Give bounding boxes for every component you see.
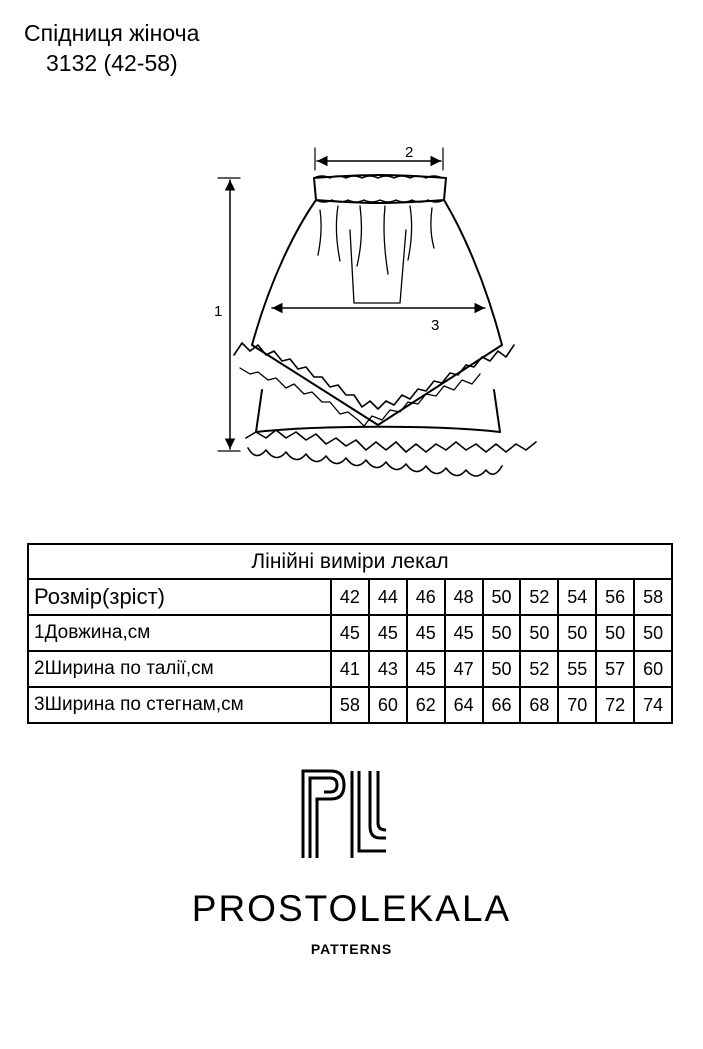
table-cell: 50	[633, 614, 674, 652]
table-cell: 42	[330, 578, 370, 616]
table-cell: 55	[557, 650, 598, 688]
table-cell: 41	[330, 650, 370, 688]
table-cell: 64	[443, 686, 484, 724]
title-line-name: Спідниця жіноча	[24, 20, 200, 46]
table-cell: 58	[633, 578, 674, 616]
table-cell: 47	[443, 650, 484, 688]
table-cell: 52	[519, 650, 560, 688]
row-label: 2Ширина по талії,см	[27, 650, 332, 688]
dim-label-length: 1	[214, 303, 222, 320]
table-cell: 46	[405, 578, 446, 616]
table-cell: 44	[367, 578, 408, 616]
table-cell: 60	[367, 686, 408, 724]
table-caption-row: Лінійні виміри лекал	[26, 543, 674, 580]
table-cell: 57	[595, 650, 636, 688]
row-label: 1Довжина,см	[27, 614, 332, 652]
brand-name: PROSTOLEKALA	[191, 888, 512, 929]
table-cell: 50	[519, 614, 560, 652]
table-cell: 48	[443, 578, 484, 616]
table-row: 2Ширина по талії,см 41 43 45 47 50 52 55…	[27, 650, 674, 688]
product-title: Спідниця жіноча 3132 (42-58)	[24, 18, 199, 78]
table-cell: 72	[595, 686, 636, 724]
table-row: 3Ширина по стегнам,см 58 60 62 64 66 68 …	[27, 686, 674, 724]
title-line-model: 3132 (42-58)	[46, 50, 178, 76]
table-cell: 50	[557, 614, 598, 652]
table-cell: 45	[330, 614, 370, 652]
brand-logo-icon	[301, 769, 387, 858]
dim-label-hip: 3	[431, 317, 439, 334]
table-cell: 45	[405, 650, 446, 688]
table-cell: 45	[405, 614, 446, 652]
table-cell: 45	[367, 614, 408, 652]
table-row: 1Довжина,см 45 45 45 45 50 50 50 50 50	[27, 614, 674, 652]
table-cell: 56	[595, 578, 636, 616]
table-cell: 50	[481, 578, 522, 616]
table-cell: 45	[443, 614, 484, 652]
table-cell: 74	[633, 686, 674, 724]
table-cell: 43	[367, 650, 408, 688]
table-caption: Лінійні виміри лекал	[26, 543, 674, 580]
table-cell: 50	[481, 614, 522, 652]
measurements-table: Лінійні виміри лекал Розмір(зріст) 42 44…	[26, 543, 674, 724]
table-cell: 54	[557, 578, 598, 616]
skirt-technical-drawing: 2 1 3	[214, 144, 537, 477]
table-cell: 70	[557, 686, 598, 724]
table-cell: 52	[519, 578, 560, 616]
table-cell: 60	[633, 650, 674, 688]
brand-tagline: PATTERNS	[310, 941, 393, 957]
table-cell: 50	[595, 614, 636, 652]
table-cell: 68	[519, 686, 560, 724]
table-row: Розмір(зріст) 42 44 46 48 50 52 54 56 58	[27, 578, 674, 616]
table-cell: 62	[405, 686, 446, 724]
table-cell: 66	[481, 686, 522, 724]
dim-label-waist: 2	[405, 144, 413, 161]
row-label: Розмір(зріст)	[27, 578, 332, 616]
table-cell: 58	[330, 686, 370, 724]
table-cell: 50	[481, 650, 522, 688]
row-label: 3Ширина по стегнам,см	[27, 686, 332, 724]
